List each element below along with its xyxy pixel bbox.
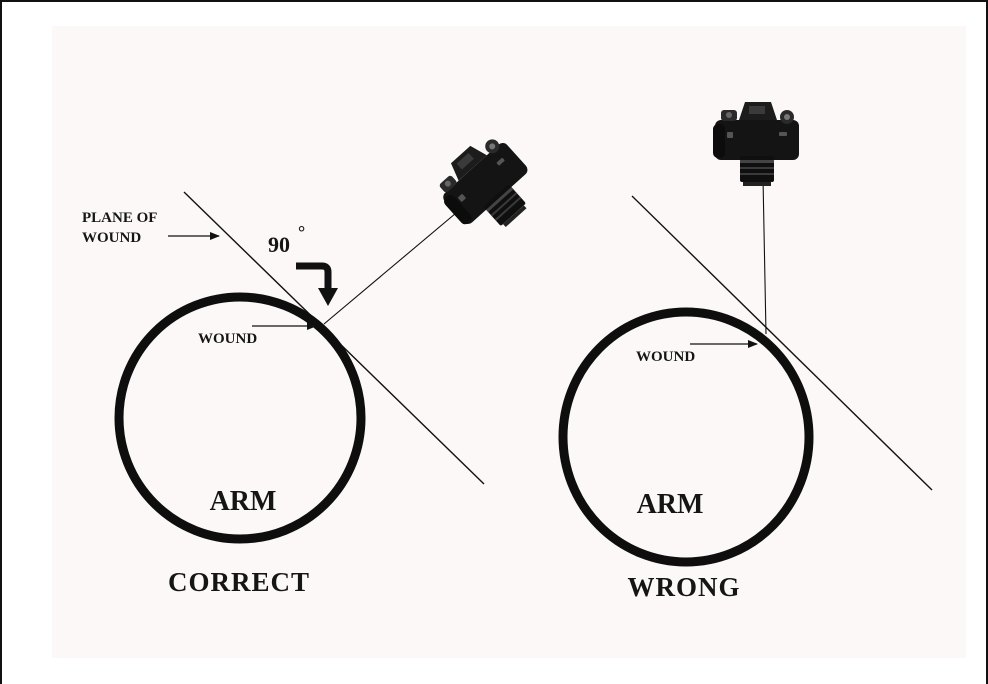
arm-circle-correct <box>114 292 366 544</box>
caption-correct: CORRECT <box>168 567 310 597</box>
arm-circle-wrong <box>558 307 814 567</box>
caption-wrong: WRONG <box>628 572 741 602</box>
angle-unit: ° <box>298 222 305 242</box>
wound-label-correct: WOUND <box>198 331 257 347</box>
arm-label-correct: ARM <box>210 486 277 517</box>
plane-label-line1: PLANE OF <box>82 210 157 226</box>
panel-background <box>52 26 966 658</box>
camera-sight-line-wrong <box>762 177 767 335</box>
correct-panel: PLANE OF WOUND 90 ° WOUND ARM CORRECT <box>82 127 548 597</box>
wrong-panel: WOUND ARM WRONG <box>558 102 933 602</box>
arm-label-wrong: ARM <box>637 489 704 520</box>
plane-of-wound-line-wrong <box>631 195 933 491</box>
wound-label-wrong: WOUND <box>636 349 695 365</box>
camera-sight-line-correct <box>323 207 463 325</box>
turn-arrow-icon <box>296 262 338 306</box>
angle-label: 90 <box>268 232 290 257</box>
plane-label-line2: WOUND <box>82 230 141 246</box>
